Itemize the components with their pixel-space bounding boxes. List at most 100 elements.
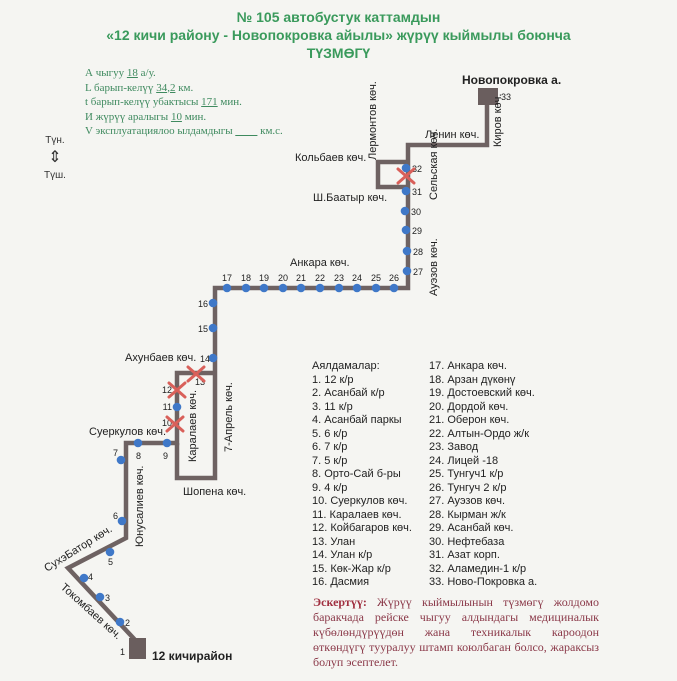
stop-number: 17 [222,273,232,283]
route-stats: А чыгуу 18 а/у.L барып-келүү 34,2 км.t б… [85,66,283,139]
closed-stop-x-icon [396,167,416,185]
legend-item: 26. Тунгуч 2 к/р [429,481,507,494]
bus-stop-17[interactable] [222,283,232,293]
stop-number: 32 [412,164,422,174]
bus-stop-18[interactable] [241,283,251,293]
end-terminal-label: Новопокровка а. [462,73,561,87]
bus-stop-4[interactable] [79,573,89,583]
stat-row: А чыгуу 18 а/у. [85,66,283,81]
bus-stop-15[interactable] [208,323,218,333]
stop-number: 19 [259,273,269,283]
legend-item: 3. 11 к/р [312,400,353,413]
stop-number: 7 [113,448,118,458]
stop-number: 24 [352,273,362,283]
legend-item: 12. Койбагаров көч. [312,522,412,534]
bus-stop-5[interactable] [105,547,115,557]
start-terminal-label: 12 кичирайон [152,649,232,663]
compass: Түн. ⇕ Түш. [40,135,70,181]
street-label-ankara: Анкара көч. [290,257,350,269]
title-line-1: № 105 автобустук каттамдын [236,9,441,25]
bus-stop-16[interactable] [208,298,218,308]
legend-item: 20. Дордой көч. [429,400,509,413]
stat-value: 18 [126,67,138,79]
closed-stop-x-icon [186,365,206,383]
bus-stop-30[interactable] [400,206,410,216]
street-label-kolbaev: Кольбаев көч. [295,152,366,164]
note: Эскертүү: Жүрүү кыймылынын түзмөгү жолдо… [313,595,599,670]
legend-item: 14. Улан к/р [312,549,373,561]
bus-stop-24[interactable] [352,283,362,293]
stop-number: 23 [334,273,344,283]
stop-number: 1 [120,647,125,657]
south-label: Түш. [44,170,66,181]
stop-number: 6 [113,511,118,521]
legend-heading: Аялдамалар: [312,360,380,372]
stop-number: 21 [296,273,306,283]
bus-stop-20[interactable] [278,283,288,293]
bus-stop-14[interactable] [208,353,218,363]
stat-unit: км.с. [260,125,283,137]
bus-stop-2[interactable] [115,617,125,627]
stop-number: 12 [162,385,172,395]
legend-item: 32. Аламедин-1 к/р [429,562,527,575]
legend-item: 10. Суеркулов көч. [312,495,408,507]
street-label-shopena: Шопена көч. [183,486,246,498]
stop-number: 26 [389,273,399,283]
bus-stop-22[interactable] [315,283,325,293]
legend-item: 30. Нефтебаза [429,535,505,548]
bus-stop-6[interactable] [117,516,127,526]
bus-stop-11[interactable] [172,402,182,412]
stat-unit: а/у. [140,67,156,79]
legend-item: 16. Дасмия [312,576,370,588]
bus-stop-29[interactable] [401,225,411,235]
stat-value: 34,2 [156,81,176,94]
stop-number: 14 [200,354,210,364]
legend-item: 25. Тунгуч1 к/р [429,468,504,480]
stop-number: 16 [198,299,208,309]
bus-stop-31[interactable] [401,186,411,196]
legend-item: 9. 4 к/р [312,481,348,494]
north-south-arrow-icon: ⇕ [48,149,62,166]
stat-label: А чыгуу [85,67,125,79]
bus-stop-32[interactable] [401,163,411,173]
street-label-kirov: Киров көч. [492,94,504,147]
stop-number: 11 [163,402,172,412]
bus-stop-26[interactable] [389,283,399,293]
legend-item: 8. Орто-Сай б-ры [312,468,401,480]
bus-stop-23[interactable] [334,283,344,293]
stop-number: 2 [125,618,130,628]
stat-label: V эксплуатациялоо ылдамдыгы [85,125,233,137]
stop-number: 15 [198,324,208,334]
stat-unit: мин. [220,96,242,108]
note-label: Эскертүү: [313,595,367,609]
title-line-2: «12 кичи району - Новопокровка айылы» жү… [106,27,571,43]
legend-item: 23. Завод [429,441,479,453]
bus-stop-25[interactable] [371,283,381,293]
legend-item: 22. Алтын-Ордо ж/к [429,427,530,440]
legend-item: 4. Асанбай паркы [312,414,402,426]
legend-item: 31. Азат корп. [429,549,500,561]
bus-stop-19[interactable] [259,283,269,293]
stop-number: 31 [412,187,422,197]
start-terminal [129,638,146,659]
stat-label: t барып-келүү убактысы [85,96,199,108]
bus-stop-3[interactable] [95,592,105,602]
stop-number: 13 [195,377,205,387]
stat-label: L барып-келүү [85,81,154,94]
stop-number: 8 [136,451,141,461]
bus-stop-21[interactable] [296,283,306,293]
stop-number: 5 [108,557,113,567]
legend-item: 13. Улан [312,535,356,548]
legend-item: 11. Каралаев көч. [312,508,402,521]
stat-row: t барып-келүү убактысы 171 мин. [85,95,283,110]
bus-stop-9[interactable] [162,438,172,448]
bus-stop-8[interactable] [133,438,143,448]
stop-number: 22 [315,273,325,283]
legend-item: 2. Асанбай к/р [312,387,385,399]
bus-stop-7[interactable] [116,455,126,465]
bus-stop-28[interactable] [402,246,412,256]
title-line-3: ТҮЗМӨГҮ [306,45,371,61]
bus-stop-27[interactable] [402,266,412,276]
legend-item: 1. 12 к/р [312,373,354,386]
